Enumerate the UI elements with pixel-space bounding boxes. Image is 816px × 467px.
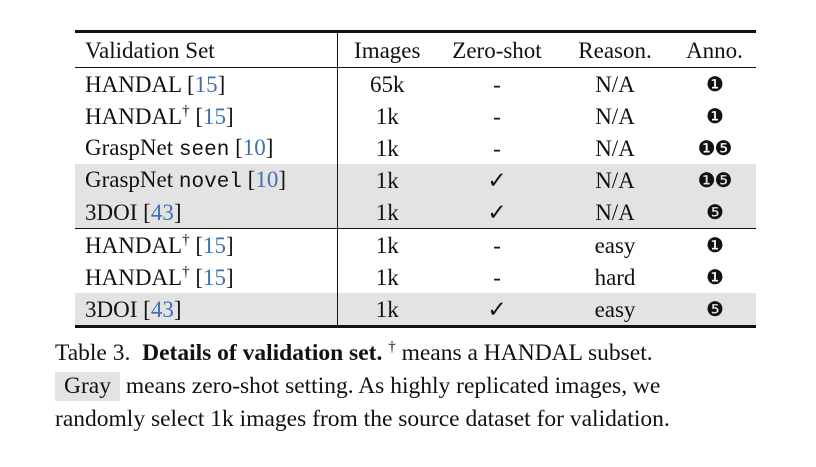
cell-validation-set: HANDAL† [15]: [75, 100, 338, 132]
cell-images: 1k: [375, 103, 399, 129]
cell-reason: N/A: [595, 199, 635, 225]
row-subset: seen: [178, 138, 230, 162]
cell-images: 1k: [375, 232, 399, 258]
table-row: 3DOI [43] 1k ✓ easy ❺: [75, 293, 756, 327]
table-row: 3DOI [43] 1k ✓ N/A ❺: [75, 196, 756, 229]
header-reason: Reason.: [578, 37, 652, 63]
cell-anno: ❺: [706, 297, 724, 321]
caption-line-1: Table 3. Details of validation set. † me…: [55, 337, 775, 370]
cell-anno: ❶: [706, 233, 724, 257]
table-row: HANDAL† [15] 1k - easy ❶: [75, 228, 756, 261]
cell-anno: ❶: [706, 104, 724, 128]
row-citation[interactable]: 43: [150, 199, 174, 225]
header-zero-shot: Zero-shot: [452, 37, 542, 63]
cell-zero-shot: ✓: [487, 167, 507, 193]
cell-zero-shot: -: [493, 103, 501, 129]
cell-validation-set: GraspNet seen [10]: [75, 132, 338, 164]
table-row: GraspNet seen [10] 1k - N/A ❶❺: [75, 132, 756, 164]
cell-zero-shot: -: [493, 232, 501, 258]
cell-validation-set: 3DOI [43]: [75, 196, 338, 229]
cell-anno: ❺: [706, 200, 724, 224]
header-validation-set: Validation Set: [75, 31, 338, 68]
cell-anno: ❶❺: [697, 136, 733, 160]
header-images: Images: [354, 37, 421, 63]
cell-zero-shot: -: [493, 264, 501, 290]
table-row: HANDAL† [15] 1k - hard ❶: [75, 261, 756, 293]
cell-images: 1k: [375, 296, 399, 322]
header-anno: Anno.: [686, 37, 743, 63]
cell-reason: N/A: [595, 71, 635, 97]
row-name: HANDAL: [85, 71, 182, 97]
validation-table-container: Validation Set Images Zero-shot Reason. …: [75, 30, 756, 328]
validation-set-table: Validation Set Images Zero-shot Reason. …: [75, 30, 756, 328]
cell-images: 1k: [375, 167, 399, 193]
table-row: HANDAL [15] 65k - N/A ❶: [75, 67, 756, 100]
row-dagger: †: [182, 231, 190, 248]
caption-dagger: †: [388, 339, 396, 355]
cell-reason: hard: [594, 264, 636, 290]
row-citation[interactable]: 43: [150, 296, 174, 322]
caption-rest-2: means zero-shot setting. As highly repli…: [125, 373, 661, 399]
row-name: 3DOI: [85, 199, 138, 225]
table-body: HANDAL [15] 65k - N/A ❶ HANDAL† [15] 1k - N/A ❶ Gr…: [75, 67, 756, 327]
row-citation[interactable]: 15: [203, 232, 227, 258]
table-row: HANDAL† [15] 1k - N/A ❶: [75, 100, 756, 132]
cell-images: 1k: [375, 264, 399, 290]
row-citation[interactable]: 15: [194, 71, 218, 97]
caption-line-2: Gray means zero-shot setting. As highly …: [55, 370, 775, 403]
cell-zero-shot: ✓: [487, 199, 507, 225]
row-name: GraspNet: [85, 166, 174, 192]
row-citation[interactable]: 15: [203, 264, 227, 290]
cell-zero-shot: -: [493, 71, 501, 97]
cell-reason: N/A: [595, 167, 635, 193]
row-subset: novel: [178, 170, 242, 194]
cell-reason: easy: [594, 232, 636, 258]
row-name: HANDAL: [85, 264, 183, 290]
cell-validation-set: HANDAL† [15]: [75, 261, 338, 293]
caption-label: Table 3.: [55, 340, 131, 366]
cell-reason: N/A: [595, 103, 635, 129]
cell-validation-set: HANDAL† [15]: [75, 228, 338, 261]
row-dagger: †: [182, 263, 190, 280]
row-citation[interactable]: 10: [255, 166, 279, 192]
cell-anno: ❶: [706, 265, 724, 289]
cell-anno: ❶: [706, 72, 724, 96]
cell-zero-shot: -: [493, 135, 501, 161]
cell-images: 1k: [375, 199, 399, 225]
cell-reason: N/A: [595, 135, 635, 161]
caption-rest-1: means a HANDAL subset.: [401, 340, 653, 366]
caption-line-3-text: randomly select 1k images from the sourc…: [55, 406, 670, 432]
row-name: GraspNet: [85, 134, 174, 160]
cell-validation-set: HANDAL [15]: [75, 67, 338, 100]
row-citation[interactable]: 15: [203, 103, 227, 129]
row-dagger: †: [182, 102, 190, 119]
cell-images: 65k: [370, 71, 405, 97]
cell-anno: ❶❺: [697, 168, 733, 192]
table-row: GraspNet novel [10] 1k ✓ N/A ❶❺: [75, 164, 756, 196]
cell-validation-set: GraspNet novel [10]: [75, 164, 338, 196]
cell-reason: easy: [594, 296, 636, 322]
table-header-row: Validation Set Images Zero-shot Reason. …: [75, 31, 756, 68]
cell-images: 1k: [375, 135, 399, 161]
caption-line-3: randomly select 1k images from the sourc…: [55, 403, 775, 436]
cell-validation-set: 3DOI [43]: [75, 293, 338, 327]
row-name: HANDAL: [85, 103, 183, 129]
row-citation[interactable]: 10: [242, 134, 266, 160]
row-name: HANDAL: [85, 232, 183, 258]
cell-zero-shot: ✓: [487, 296, 507, 322]
caption-gray-chip: Gray: [55, 372, 120, 401]
table-caption: Table 3. Details of validation set. † me…: [55, 337, 775, 436]
row-name: 3DOI: [85, 296, 138, 322]
caption-title: Details of validation set.: [142, 340, 383, 366]
